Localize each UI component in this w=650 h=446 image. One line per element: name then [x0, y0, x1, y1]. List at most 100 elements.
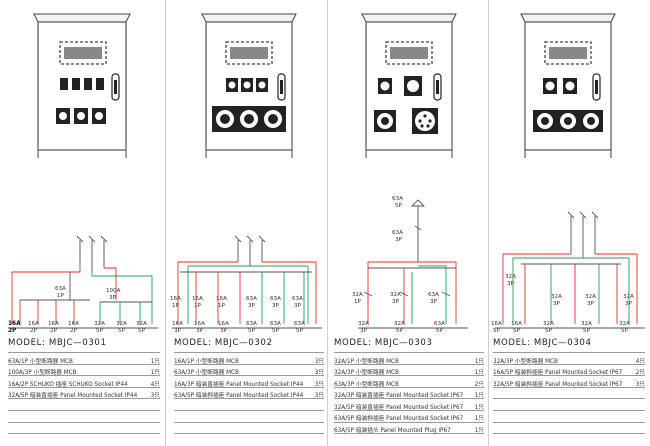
column-divider: [488, 0, 489, 446]
outlet-label: 32A: [581, 321, 592, 327]
model-title: MODEL: MBJC—0302: [174, 338, 273, 348]
breaker-label: 1P: [194, 303, 202, 309]
outlet-label: 16A: [194, 321, 205, 327]
outlet-label: 3P: [196, 328, 204, 334]
wiring-schematic: [358, 199, 468, 329]
model-title: MODEL: MBJC—0301: [8, 338, 107, 348]
breaker-label: 3P: [294, 303, 302, 309]
earth-symbol: [76, 235, 108, 243]
model-title: MODEL: MBJC—0304: [493, 338, 592, 348]
outlet-label: 5P: [493, 328, 501, 334]
schuko-socket-row: [60, 73, 120, 101]
panel-drawing: 63A 1P 100A 3P 16A 2P 16A 2P 16A 2P 16A …: [8, 13, 158, 334]
inlet-label-rating: 63A: [392, 196, 403, 202]
outlet-label: 16A: [218, 321, 229, 327]
breaker-labels: 32A 3P 32A 3P 32A 3P: [551, 294, 634, 307]
wiring-schematic: [495, 211, 645, 329]
outlet-label: 16A: [8, 321, 21, 327]
outlet-label: 32A: [394, 321, 405, 327]
lower-socket-row: [533, 110, 603, 132]
outlet-label: 5P: [96, 328, 104, 334]
breaker-label: 3P: [553, 301, 561, 307]
main-label-rating: 63A: [392, 230, 403, 236]
breaker-label: 16A: [216, 296, 227, 302]
table-row: [8, 411, 160, 423]
outlet-label: 63A: [434, 321, 445, 327]
breaker-label: 3P: [507, 281, 515, 287]
outlet-label: 3P: [220, 328, 228, 334]
outlet-label: 16A: [172, 321, 183, 327]
table-row: [174, 411, 324, 423]
outlet-label: 5P: [436, 328, 444, 334]
outlet-label: 5P: [248, 328, 256, 334]
breaker-label: 63A: [246, 296, 257, 302]
lower-socket-row: [374, 108, 438, 134]
table-row: [493, 399, 645, 411]
label-3p: 3P: [109, 295, 117, 301]
outlet-label: 16A: [491, 321, 502, 327]
outlet-label: 5P: [396, 328, 404, 334]
breaker-label: 3P: [248, 303, 256, 309]
breaker-label: 1P: [354, 299, 362, 305]
breaker-label: 32A: [390, 292, 401, 298]
panel-socket-row: [56, 108, 106, 124]
breaker-label: 32A: [551, 294, 562, 300]
outlet-label: 32A: [94, 321, 105, 327]
breaker-window: [59, 41, 107, 65]
earth-symbol: [567, 211, 599, 219]
label-100a: 100A: [106, 288, 121, 294]
breaker-label: 3P: [587, 301, 595, 307]
breaker-label: 3P: [430, 299, 438, 305]
breaker-label: 3P: [625, 301, 633, 307]
panel-mbjc-0302: 16A 1P 16A 1P 16A 1P 63A 3P 63A 3P 63A 3…: [166, 0, 327, 446]
table-row: [8, 423, 160, 435]
outlet-labels: 32A 3P 32A 5P 63A 5P: [358, 321, 445, 334]
outlet-label: 5P: [118, 328, 126, 334]
outlet-label: 2P: [70, 328, 78, 334]
panel-mbjc-0301: 63A 1P 100A 3P 16A 2P 16A 2P 16A 2P 16A …: [0, 0, 165, 446]
wiring-schematic: [8, 235, 158, 329]
outlet-label: 63A: [246, 321, 257, 327]
earth-symbol: [234, 235, 266, 243]
large-socket-row: [212, 106, 286, 132]
label-63a: 63A: [55, 286, 66, 292]
breaker-label: 32A: [585, 294, 596, 300]
main-breaker-label: 63A 3P: [392, 230, 403, 243]
outlet-label: 5P: [545, 328, 553, 334]
outlet-label: 32A: [358, 321, 369, 327]
outlet-label: 32A: [619, 321, 630, 327]
small-socket-row: [226, 73, 286, 101]
breaker-label: 63A: [270, 296, 281, 302]
breaker-labels: 32A 1P 32A 3P 63A 3P: [352, 292, 439, 305]
column-divider: [165, 0, 166, 446]
panel-mbjc-0304: 32A 3P 32A 3P 32A 3P 32A 3P 16A 5P 16A 5…: [489, 0, 650, 446]
wiring-schematic: [172, 235, 322, 329]
outlet-labels: 16A 2P 16A 2P 16A 2P 16A 2P 32A 5P 32A 5…: [8, 321, 147, 334]
breaker-label: 32A: [623, 294, 634, 300]
breaker-label: 32A: [505, 274, 516, 280]
outlet-labels: 16A 3P 16A 3P 16A 3P 63A 5P 63A 5P 63A 5…: [172, 321, 305, 334]
panel-mbjc-0303: 63A 5P 63A 3P 32A 1P 32A 3P 63A 3P 32A 3…: [328, 0, 488, 446]
outlet-label: 16A: [511, 321, 522, 327]
breaker-label: 32A: [352, 292, 363, 298]
inlet-label: 63A 5P: [392, 196, 403, 209]
main-label-poles: 3P: [395, 237, 403, 243]
table-row: [493, 423, 645, 435]
breaker-label: 16A: [170, 296, 181, 302]
breaker-window: [385, 41, 433, 65]
outlet-label: 16A: [48, 321, 59, 327]
panel-drawing: 32A 3P 32A 3P 32A 3P 32A 3P 16A 5P 16A 5…: [491, 13, 645, 334]
upper-socket-row: [378, 73, 442, 101]
